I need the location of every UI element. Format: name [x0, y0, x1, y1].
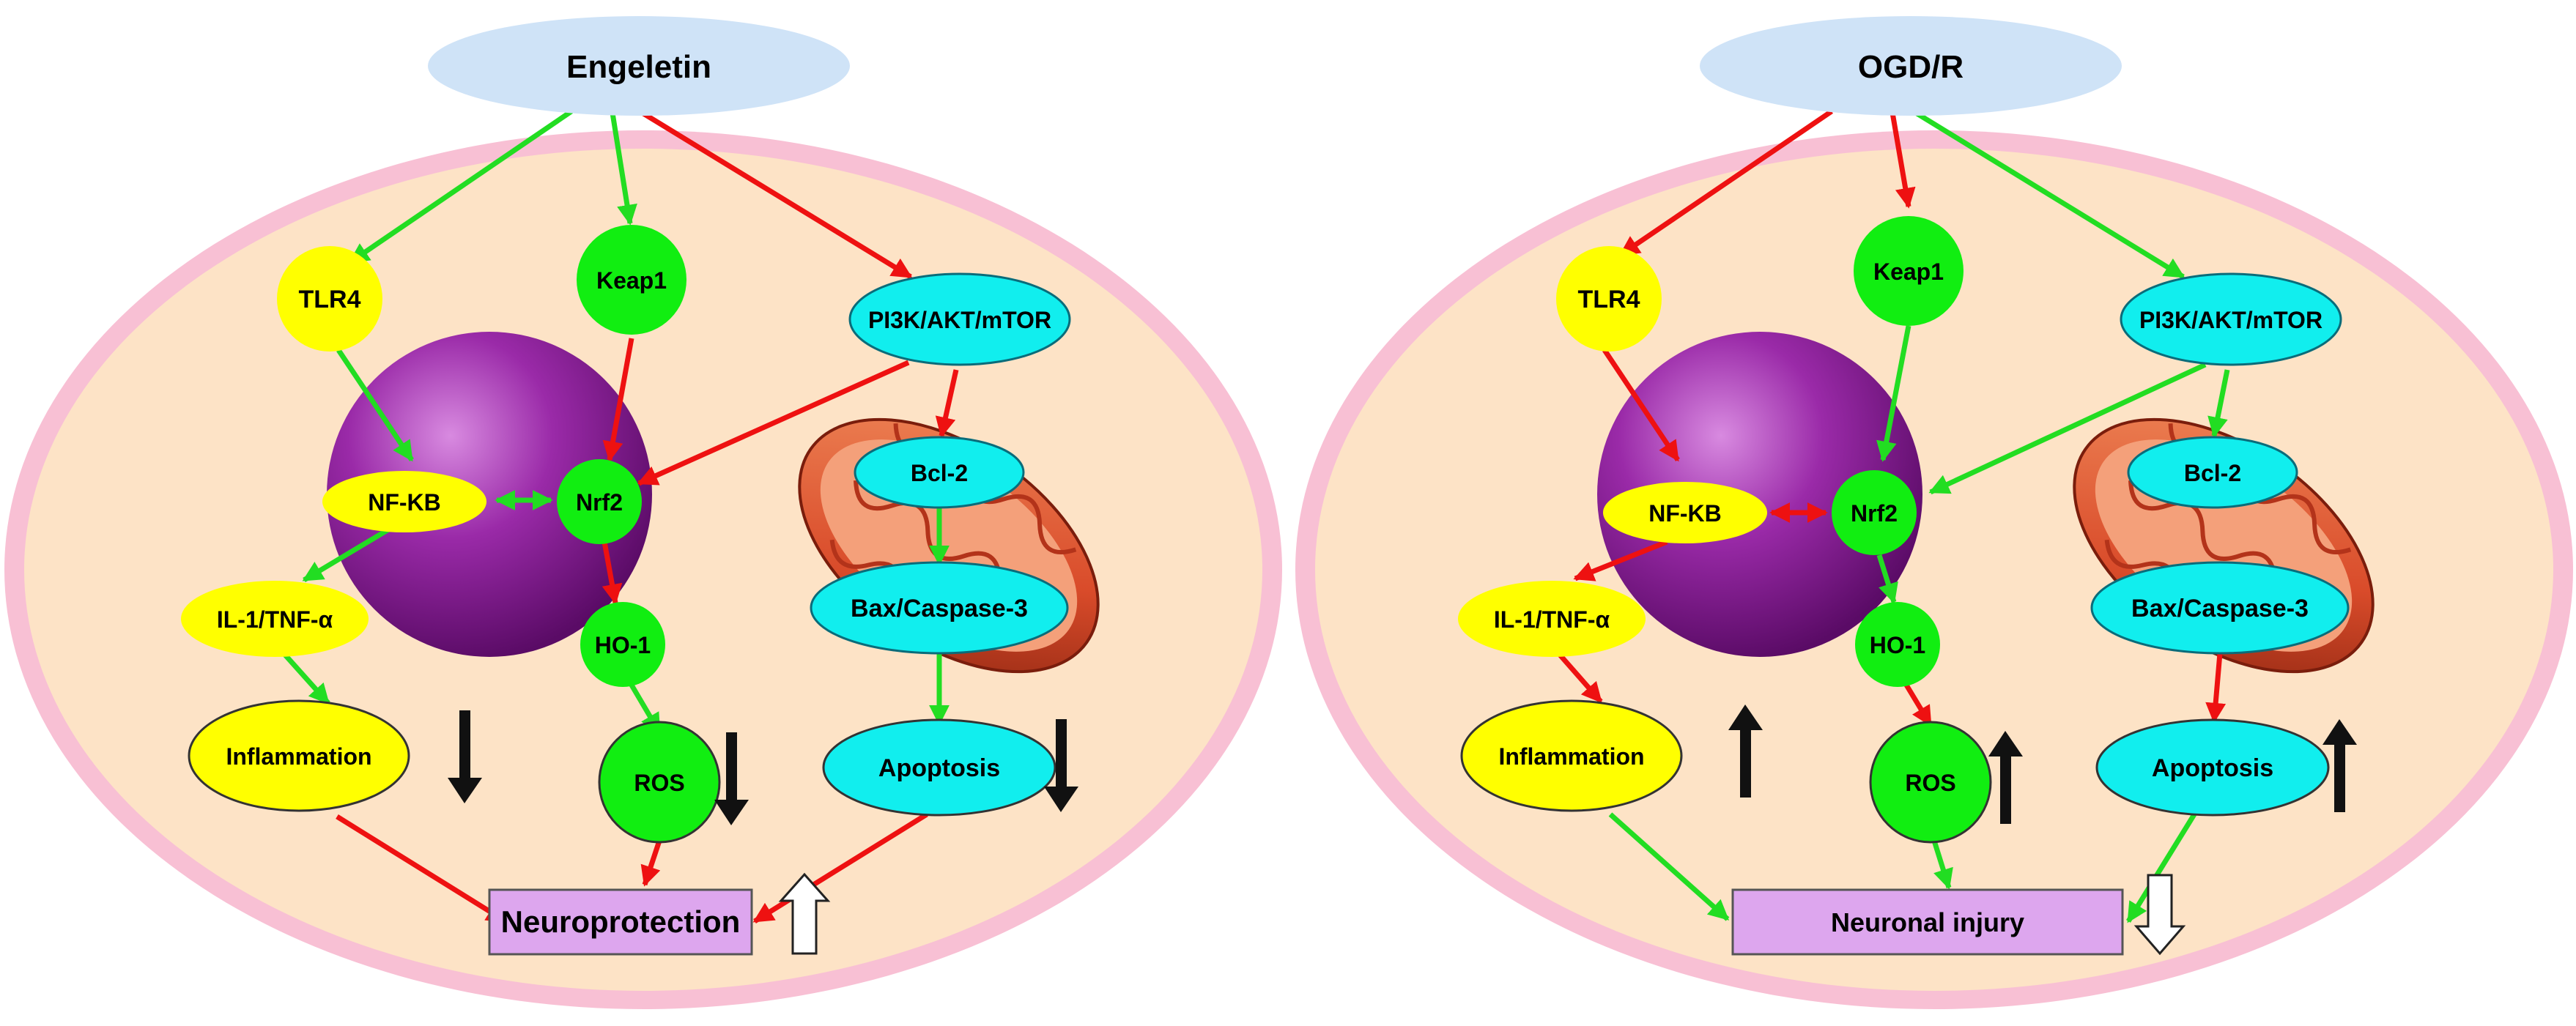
node-tlr4 — [1556, 246, 1662, 352]
node-pi3k — [2120, 272, 2342, 366]
stimulus-node — [1700, 16, 2122, 116]
arrow-ogdr-to-keap1 — [1889, 108, 1916, 209]
node-bcl2-label: Bcl-2 — [911, 460, 968, 486]
indicator-ros-up-arrow — [1988, 731, 2023, 824]
node-keap1-label: Keap1 — [596, 267, 667, 294]
stimulus-node — [428, 16, 850, 116]
arrow-ogdr-to-pi3k — [1907, 106, 2185, 279]
arrow-il1-to-inflammation — [1557, 652, 1603, 704]
node-inflammation — [188, 699, 410, 812]
node-pi3k — [848, 272, 1071, 366]
node-tlr4-label: TLR4 — [1578, 286, 1640, 313]
arrow-nrf2-to-ho1 — [1876, 554, 1898, 604]
outcome-box — [488, 888, 753, 956]
node-bcl2 — [854, 436, 1025, 509]
outcome-up-arrow — [778, 872, 831, 955]
arrow-engeletin-to-pi3k — [636, 108, 913, 279]
node-il1 — [1458, 581, 1646, 657]
node-nrf2-label: Nrf2 — [1851, 500, 1898, 527]
node-pi3k-label: PI3K/AKT/mTOR — [2139, 307, 2323, 333]
arrow-keap1-to-nrf2 — [602, 338, 634, 462]
node-ho1 — [580, 602, 665, 687]
arrow-inflammation-to-outcome — [336, 814, 508, 923]
node-keap1-label: Keap1 — [1873, 259, 1944, 285]
arrow-nrf2-to-ho1 — [602, 541, 623, 605]
arrow-il1-to-inflammation — [282, 652, 330, 705]
node-apoptosis — [2095, 718, 2330, 817]
node-apoptosis-label: Apoptosis — [2152, 754, 2273, 782]
arrow-pi3k-to-nrf2 — [1928, 362, 2207, 495]
node-tlr4 — [277, 246, 382, 352]
node-inflammation-label: Inflammation — [1498, 743, 1644, 770]
node-nrf2 — [557, 459, 642, 544]
arrow-tlr4-to-nfkb — [1602, 349, 1680, 462]
node-ho1 — [1855, 602, 1940, 687]
node-bax-label: Bax/Caspase-3 — [2131, 595, 2309, 622]
arrow-nfkb-to-il1 — [1573, 539, 1668, 581]
panel-ogdr: OGD/R TLR4 Keap1 PI3K/AKT/mTOR NF-KB Nrf… — [1295, 16, 2573, 1009]
node-apoptosis — [822, 718, 1056, 817]
outcome-down-arrow — [2133, 874, 2186, 956]
arrow-apoptosis-to-outcome — [752, 812, 928, 923]
arrow-nfkb-to-il1 — [302, 526, 391, 583]
node-nrf2 — [1832, 470, 1917, 555]
node-nfkb — [1603, 482, 1767, 543]
panel-engeletin: Engeletin TLR4 Keap1 PI3K/AKT/mTOR NF-KB… — [4, 16, 1282, 1009]
node-inflammation-label: Inflammation — [226, 743, 371, 770]
arrow-ros-to-outcome — [640, 839, 662, 887]
node-nfkb — [322, 471, 486, 532]
node-ho1-label: HO-1 — [1870, 632, 1925, 658]
node-bax — [2090, 561, 2350, 655]
arrow-engeletin-to-tlr4 — [348, 109, 573, 264]
node-il1-label: IL-1/TNF-α — [217, 606, 333, 633]
outcome-label: Neuroprotection — [501, 904, 741, 939]
node-keap1 — [577, 225, 686, 335]
node-nfkb-label: NF-KB — [1648, 500, 1722, 527]
node-bax — [810, 561, 1069, 655]
arrow-pi3k-to-bcl2 — [2207, 369, 2230, 438]
arrow-bax-to-apoptosis — [2205, 653, 2227, 724]
arrow-ros-to-outcome — [1931, 839, 1953, 890]
arrow-pi3k-to-nrf2 — [637, 360, 910, 486]
indicator-inflammation-down-arrow — [448, 710, 482, 803]
arrow-inflammation-to-outcome — [1608, 812, 1730, 921]
node-nfkb-label: NF-KB — [368, 489, 441, 516]
nucleus — [1597, 332, 1922, 657]
outcome-box — [1731, 888, 2124, 956]
node-ros-label: ROS — [634, 770, 684, 796]
stimulus-label: Engeletin — [566, 49, 711, 85]
stimulus-label: OGD/R — [1858, 49, 1964, 85]
arrow-engeletin-to-keap1 — [609, 108, 637, 226]
arrow-keap1-to-nrf2 — [1876, 325, 1911, 462]
node-bax-label: Bax/Caspase-3 — [851, 595, 1028, 622]
arrow-pi3k-to-bcl2 — [935, 369, 959, 438]
node-inflammation — [1460, 699, 1683, 812]
node-ros — [1869, 721, 1992, 844]
node-ros — [598, 721, 721, 844]
arrow-apoptosis-to-outcome — [2126, 813, 2196, 923]
arrow-ogdr-to-tlr4 — [1618, 109, 1833, 257]
node-tlr4-label: TLR4 — [299, 286, 361, 313]
node-ros-label: ROS — [1905, 770, 1955, 796]
node-bcl2 — [2127, 436, 2298, 509]
node-il1 — [181, 581, 369, 657]
node-il1-label: IL-1/TNF-α — [1494, 606, 1610, 633]
node-ho1-label: HO-1 — [595, 632, 651, 658]
node-apoptosis-label: Apoptosis — [878, 754, 1000, 782]
indicator-inflammation-up-arrow — [1728, 705, 1763, 798]
node-bcl2-label: Bcl-2 — [2184, 460, 2241, 486]
indicator-apoptosis-up-arrow — [2323, 719, 2357, 812]
node-pi3k-label: PI3K/AKT/mTOR — [868, 307, 1051, 333]
indicator-apoptosis-down-arrow — [1044, 719, 1078, 812]
indicator-ros-down-arrow — [714, 732, 749, 825]
node-keap1 — [1854, 216, 1964, 326]
node-nrf2-label: Nrf2 — [576, 489, 623, 516]
arrow-tlr4-to-nfkb — [336, 349, 414, 462]
arrow-ho1-to-ros — [1903, 681, 1933, 727]
nucleus — [327, 332, 652, 657]
outcome-label: Neuronal injury — [1831, 907, 2024, 937]
